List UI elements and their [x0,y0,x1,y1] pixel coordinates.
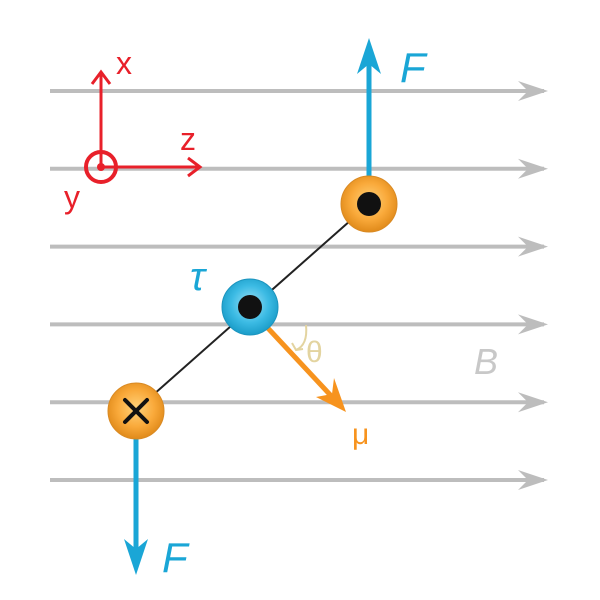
field-line [50,158,548,179]
top-force-label: F [400,44,428,91]
current-in-cross-icon [123,398,149,424]
angle-arc-arrowhead [291,342,304,352]
y-axis-out-of-page-icon [84,150,118,184]
coordinate-axes [84,69,203,184]
arrowhead-icon [316,378,346,412]
arrowhead-up-icon [357,38,381,74]
z-axis-label: z [180,121,196,157]
x-axis-label: x [116,45,132,81]
moment-label: μ [352,418,369,451]
angle-arc [295,324,308,351]
field-line [50,236,548,257]
y-axis-dot-icon [97,163,105,171]
y-axis-label: y [64,179,80,215]
arrowhead-right-icon [518,158,548,179]
arrowhead-right-icon [518,314,548,335]
arrowhead-down-icon [124,539,148,575]
arrowhead-right-icon [518,236,548,257]
bottom-force-label: F [162,534,190,581]
torque-axis-conductor [221,278,279,336]
magnetic-moment-arrow [263,323,346,412]
z-axis-arrowhead [187,156,203,178]
arrowhead-right-icon [518,470,548,490]
out-of-page-dot-icon [238,295,262,319]
field-line [50,314,548,335]
arrowhead-right-icon [518,392,548,413]
top-force-arrow [357,38,381,180]
bottom-conductor [107,382,165,440]
angle-label: θ [306,336,323,369]
x-axis-arrowhead [90,69,112,85]
torque-label: τ [190,255,208,299]
magnetic-field-lines [50,81,548,490]
current-out-dot-icon [357,192,381,216]
arrowhead-right-icon [518,81,548,101]
top-conductor [340,175,398,233]
field-line [50,81,548,101]
bottom-force-arrow [124,435,148,575]
field-line [50,470,548,490]
field-label: B [474,341,498,382]
